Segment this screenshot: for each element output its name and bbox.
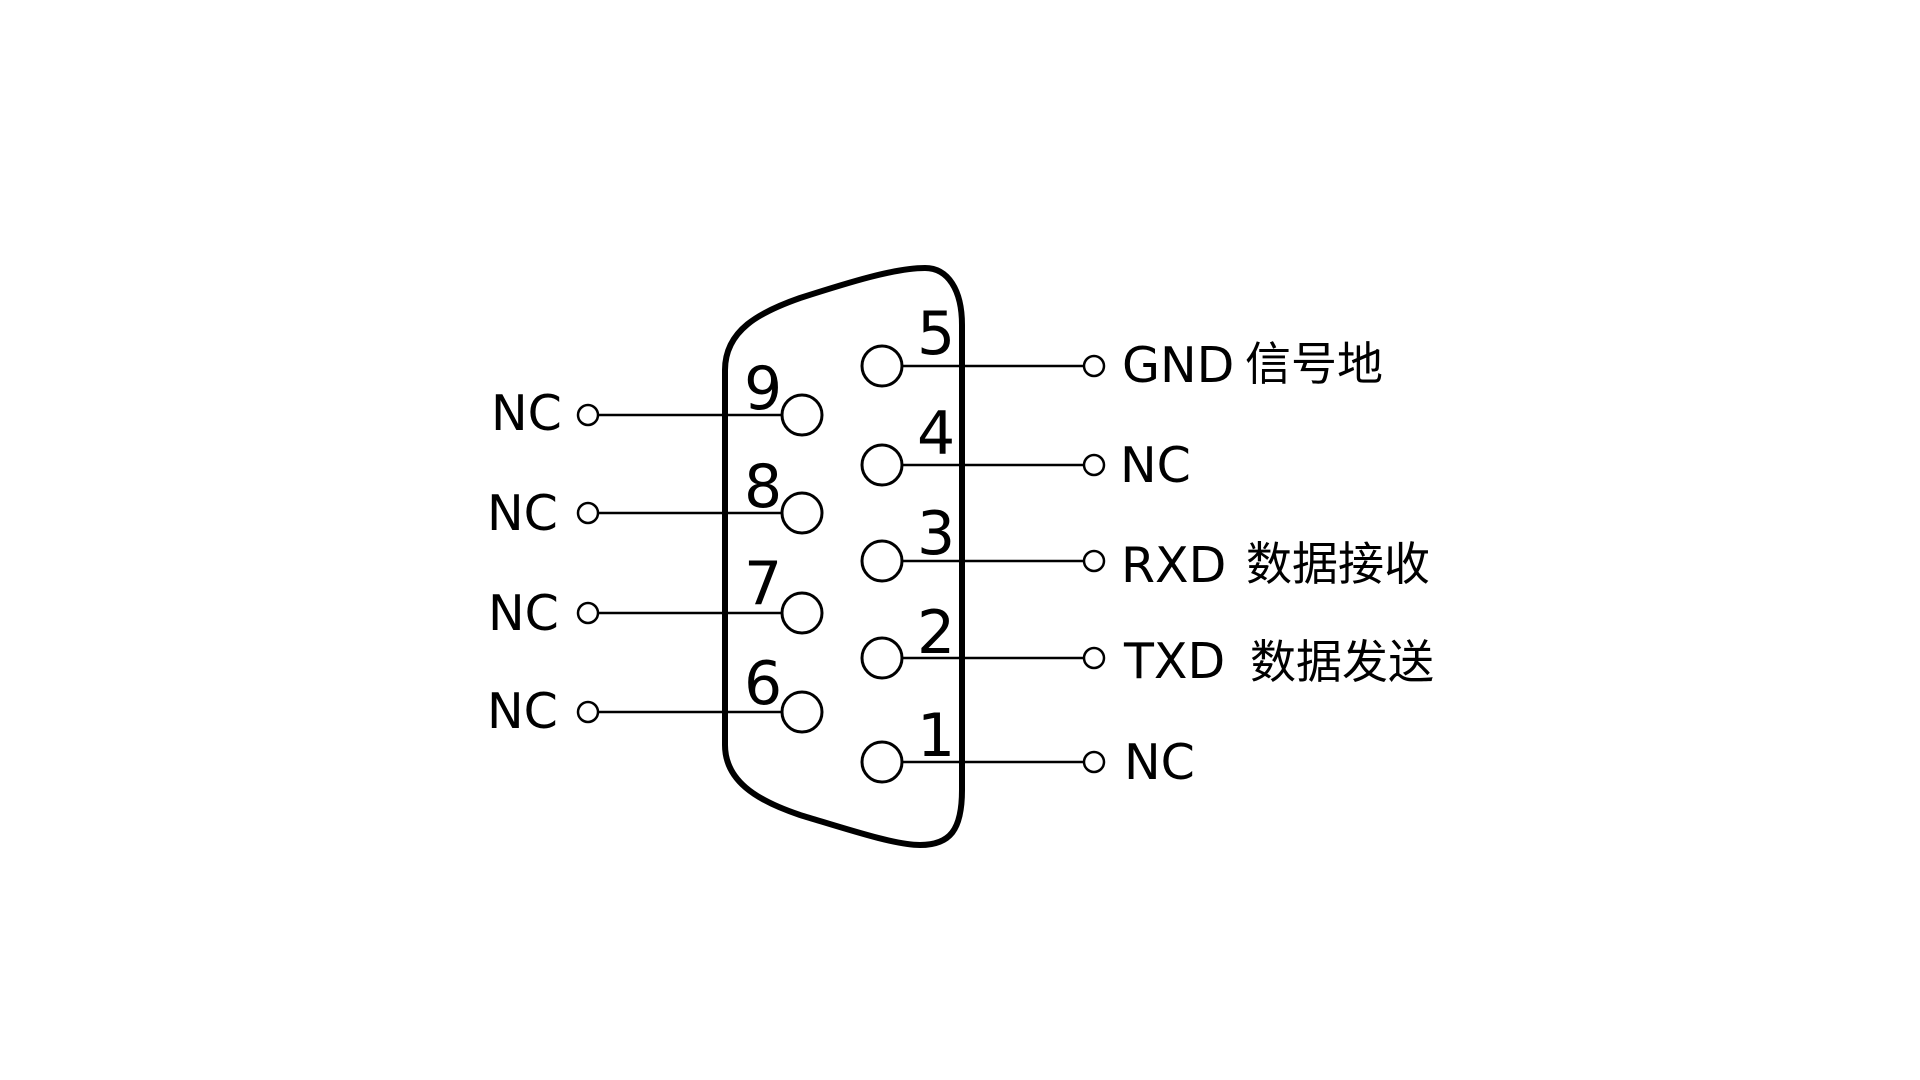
pin-6-signal: NC	[487, 683, 558, 740]
pin-8-terminal	[576, 501, 600, 525]
pin-1: 1 NC	[860, 701, 1195, 791]
pin-5-terminal	[1082, 354, 1106, 378]
pin-4-signal: NC	[1120, 437, 1191, 494]
pin-9-signal: NC	[491, 385, 562, 442]
pin-6-socket	[780, 690, 824, 734]
pin-7-socket	[780, 591, 824, 635]
pin-8-number: 8	[744, 452, 782, 522]
pin-8: 8 NC	[487, 452, 824, 542]
pin-9-number: 9	[744, 354, 782, 424]
left-pin-group: 9 NC 8 NC 7 NC 6 NC	[487, 354, 824, 740]
pin-1-number: 1	[917, 701, 955, 771]
pin-4: 4 NC	[860, 399, 1191, 494]
pin-1-signal: NC	[1124, 734, 1195, 791]
pin-2-socket	[860, 636, 904, 680]
pin-9-terminal	[576, 403, 600, 427]
connector-outline	[722, 265, 965, 848]
pin-6-number: 6	[744, 649, 782, 719]
pin-4-number: 4	[917, 399, 955, 469]
pin-8-socket	[780, 491, 824, 535]
pin-7-terminal	[576, 601, 600, 625]
pin-9: 9 NC	[491, 354, 824, 442]
pin-3-description: 数据接收	[1246, 537, 1430, 591]
pin-8-signal: NC	[487, 485, 558, 542]
pin-3: 3 RXD 数据接收	[860, 499, 1430, 594]
right-pin-group: 5 GND 信号地 4 NC 3 RXD 数据接收	[860, 299, 1434, 791]
pin-3-socket	[860, 539, 904, 583]
pin-2-description: 数据发送	[1250, 635, 1434, 689]
pin-3-number: 3	[917, 499, 955, 569]
pin-5-number: 5	[917, 299, 955, 369]
pin-5-description: 信号地	[1245, 337, 1383, 391]
pin-7-number: 7	[744, 549, 782, 619]
pin-9-socket	[780, 393, 824, 437]
pin-3-terminal	[1082, 549, 1106, 573]
pin-5-socket	[860, 344, 904, 388]
pin-5: 5 GND 信号地	[860, 299, 1383, 394]
pin-7: 7 NC	[488, 549, 824, 642]
pin-1-socket	[860, 740, 904, 784]
pin-6-terminal	[576, 700, 600, 724]
pin-1-terminal	[1082, 750, 1106, 774]
pin-2: 2 TXD 数据发送	[860, 598, 1434, 690]
pin-4-socket	[860, 443, 904, 487]
pin-6: 6 NC	[487, 649, 824, 740]
pin-2-terminal	[1082, 646, 1106, 670]
pin-2-number: 2	[917, 598, 955, 668]
pin-7-signal: NC	[488, 585, 559, 642]
pin-2-signal: TXD	[1123, 633, 1225, 690]
pin-4-terminal	[1082, 453, 1106, 477]
pin-3-signal: RXD	[1121, 537, 1226, 594]
pin-5-signal: GND	[1122, 337, 1234, 394]
